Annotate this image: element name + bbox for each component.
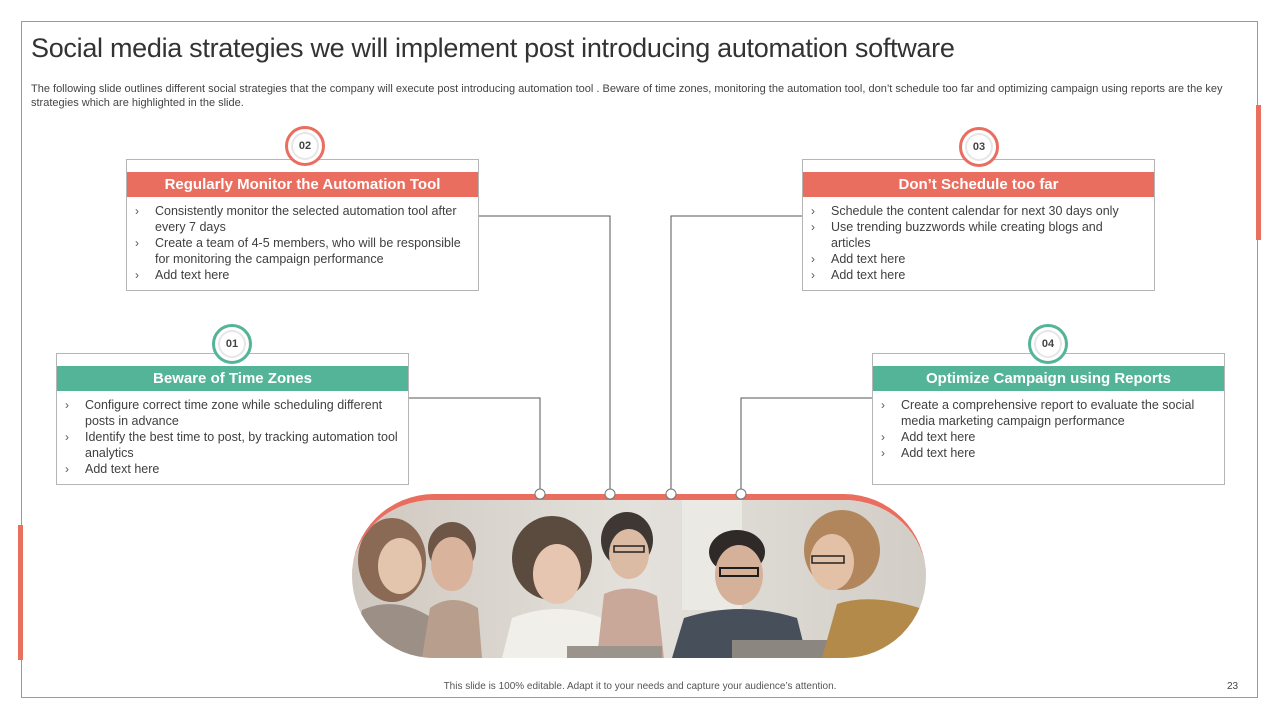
step-badge-01: 01 xyxy=(212,324,252,364)
page-number: 23 xyxy=(1227,681,1239,692)
strategy-card-02: Regularly Monitor the Automation Tool › C… xyxy=(126,159,479,291)
list-item: › Identify the best time to post, by trac… xyxy=(65,429,398,461)
connector-03 xyxy=(670,215,802,494)
bullet-text: Add text here xyxy=(85,462,160,476)
accent-bar-left xyxy=(18,525,23,660)
connector-02 xyxy=(479,215,611,494)
chevron-right-icon: › xyxy=(135,236,139,250)
list-item: › Create a comprehensive report to evalua… xyxy=(881,397,1214,429)
bullet-list: › Consistently monitor the selected autom… xyxy=(135,203,468,283)
list-item: › Configure correct time zone while sched… xyxy=(65,397,398,429)
bullet-text: Create a team of 4-5 members, who will b… xyxy=(155,236,461,266)
card-heading: Optimize Campaign using Reports xyxy=(873,366,1224,391)
connector-dot xyxy=(534,488,546,500)
bullet-text: Use trending buzzwords while creating bl… xyxy=(831,220,1103,250)
chevron-right-icon: › xyxy=(811,252,815,266)
list-item: › Schedule the content calendar for next … xyxy=(811,203,1144,219)
connector-dot xyxy=(735,488,747,500)
bullet-text: Add text here xyxy=(831,252,906,266)
connector-dot xyxy=(604,488,616,500)
chevron-right-icon: › xyxy=(65,462,69,476)
step-badge-03: 03 xyxy=(959,127,999,167)
bullet-list: › Configure correct time zone while sched… xyxy=(65,397,398,477)
chevron-right-icon: › xyxy=(881,430,885,444)
list-item: › Add text here xyxy=(65,461,398,477)
card-heading: Regularly Monitor the Automation Tool xyxy=(127,172,478,197)
list-item: › Add text here xyxy=(881,429,1214,445)
step-badge-02: 02 xyxy=(285,126,325,166)
list-item: › Create a team of 4-5 members, who will … xyxy=(135,235,468,267)
list-item: › Add text here xyxy=(881,445,1214,461)
strategy-card-03: Don’t Schedule too far › Schedule the con… xyxy=(802,159,1155,291)
chevron-right-icon: › xyxy=(65,430,69,444)
chevron-right-icon: › xyxy=(881,446,885,460)
card-heading: Don’t Schedule too far xyxy=(803,172,1154,197)
bullet-text: Add text here xyxy=(155,268,230,282)
bullet-text: Create a comprehensive report to evaluat… xyxy=(901,398,1195,428)
bullet-text: Schedule the content calendar for next 3… xyxy=(831,204,1119,218)
footer-note: This slide is 100% editable. Adapt it to… xyxy=(443,681,837,692)
chevron-right-icon: › xyxy=(811,220,815,234)
list-item: › Add text here xyxy=(811,251,1144,267)
connector-04 xyxy=(740,397,872,494)
connector-dot xyxy=(665,488,677,500)
chevron-right-icon: › xyxy=(811,268,815,282)
strategy-card-01: Beware of Time Zones › Configure correct … xyxy=(56,353,409,485)
bullet-list: › Schedule the content calendar for next … xyxy=(811,203,1144,283)
step-badge-04: 04 xyxy=(1028,324,1068,364)
bullet-list: › Create a comprehensive report to evalua… xyxy=(881,397,1214,461)
bullet-text: Configure correct time zone while schedu… xyxy=(85,398,383,428)
list-item: › Add text here xyxy=(811,267,1144,283)
list-item: › Use trending buzzwords while creating b… xyxy=(811,219,1144,251)
list-item: › Consistently monitor the selected autom… xyxy=(135,203,468,235)
strategy-card-04: Optimize Campaign using Reports › Create … xyxy=(872,353,1225,485)
bullet-text: Consistently monitor the selected automa… xyxy=(155,204,457,234)
bullet-text: Add text here xyxy=(901,430,976,444)
connector-01 xyxy=(409,397,541,494)
chevron-right-icon: › xyxy=(881,398,885,412)
bullet-text: Add text here xyxy=(831,268,906,282)
chevron-right-icon: › xyxy=(811,204,815,218)
list-item: › Add text here xyxy=(135,267,468,283)
chevron-right-icon: › xyxy=(65,398,69,412)
chevron-right-icon: › xyxy=(135,268,139,282)
card-heading: Beware of Time Zones xyxy=(57,366,408,391)
slide-frame xyxy=(21,21,1258,698)
bullet-text: Identify the best time to post, by track… xyxy=(85,430,398,460)
accent-bar-right xyxy=(1256,105,1261,240)
page-title: Social media strategies we will implemen… xyxy=(31,33,955,63)
chevron-right-icon: › xyxy=(135,204,139,218)
bullet-text: Add text here xyxy=(901,446,976,460)
page-subtitle: The following slide outlines different s… xyxy=(31,83,1223,109)
